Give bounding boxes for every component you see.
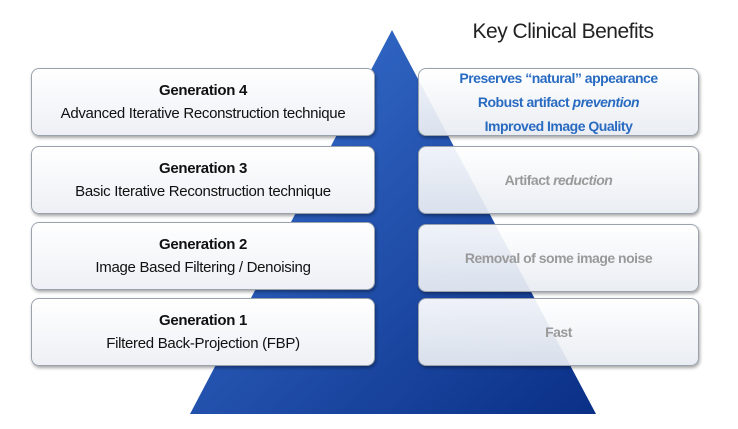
generation-4-title: Generation 4 [158, 82, 248, 99]
generation-4-description: Advanced Iterative Reconstruction techni… [60, 105, 346, 122]
benefit-1-text: Fast [545, 324, 572, 340]
benefit-3-text-plain: Artifact [504, 172, 554, 188]
generation-1-title: Generation 1 [158, 312, 248, 329]
benefit-generation-3-box: Artifact reduction [418, 146, 699, 214]
benefit-2-text: Removal of some image noise [464, 250, 653, 266]
benefits-heading: Key Clinical Benefits [472, 20, 654, 43]
generation-4-box: Generation 4 Advanced Iterative Reconstr… [31, 68, 375, 136]
benefit-generation-4-box: Preserves “natural” appearance Robust ar… [418, 68, 699, 136]
benefit-3-text-emphasis: reduction [553, 172, 613, 188]
benefit-4-line-1: Preserves “natural” appearance [459, 70, 658, 86]
benefit-3-text: Artifact reduction [505, 172, 613, 188]
generation-3-box: Generation 3 Basic Iterative Reconstruct… [31, 146, 375, 214]
generation-1-box: Generation 1 Filtered Back-Projection (F… [31, 298, 375, 366]
benefit-4-line-2-emphasis: prevention [572, 94, 640, 110]
generation-2-box: Generation 2 Image Based Filtering / Den… [31, 222, 375, 290]
benefit-generation-2-box: Removal of some image noise [418, 224, 699, 292]
benefit-4-line-2-text: Robust artifact [477, 94, 573, 110]
benefit-4-line-3: Improved Image Quality [484, 118, 633, 134]
generation-2-description: Image Based Filtering / Denoising [95, 259, 311, 276]
generation-2-title: Generation 2 [158, 236, 248, 253]
benefit-4-line-2: Robust artifact prevention [477, 90, 640, 114]
generation-3-title: Generation 3 [158, 160, 248, 177]
generation-3-description: Basic Iterative Reconstruction technique [75, 183, 331, 200]
generation-1-description: Filtered Back-Projection (FBP) [106, 335, 300, 352]
benefit-generation-1-box: Fast [418, 298, 699, 366]
